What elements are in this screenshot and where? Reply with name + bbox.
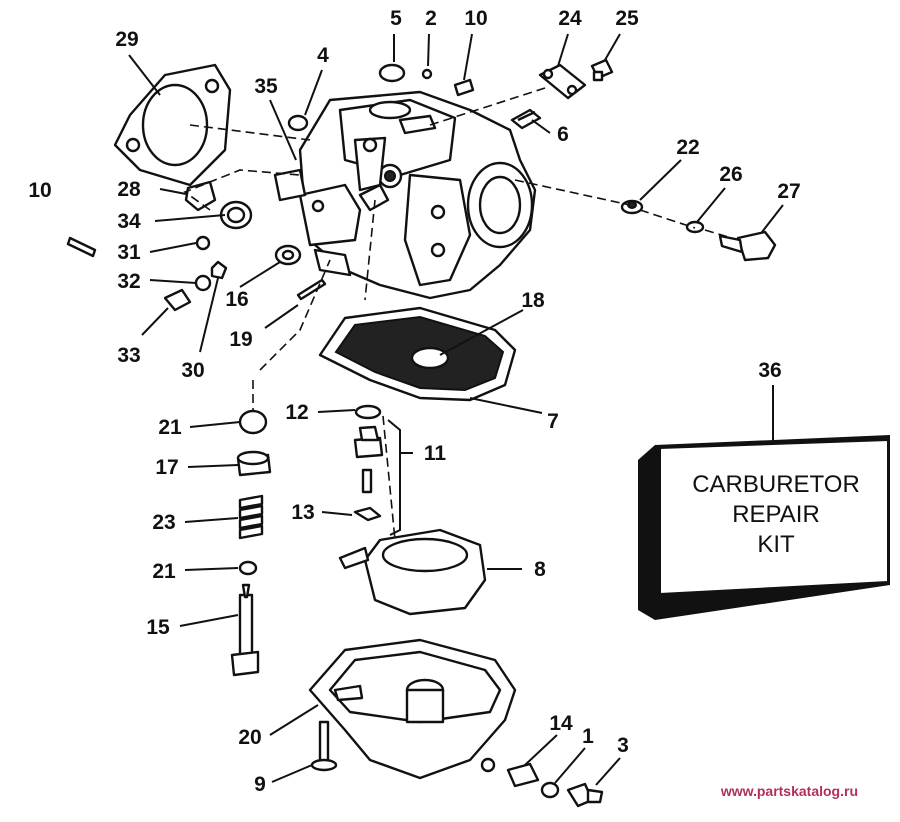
screw-14 — [506, 762, 540, 788]
plug-34 — [219, 200, 253, 230]
clip-13 — [353, 506, 382, 522]
callout-15: 15 — [146, 616, 170, 639]
callout-17: 17 — [155, 456, 178, 479]
screw-25 — [590, 58, 614, 82]
callout-24: 24 — [558, 7, 582, 30]
callout-numbers: 5 2 10 24 25 29 4 35 6 22 26 27 10 28 34… — [28, 7, 800, 796]
kit-label-line1: CARBURETOR — [692, 471, 860, 498]
washer-1 — [540, 781, 560, 799]
callout-34: 34 — [117, 210, 141, 233]
callout-6: 6 — [557, 123, 569, 146]
o-ring-31 — [195, 235, 211, 251]
gasket-21-top — [238, 409, 268, 435]
screw-9 — [310, 720, 338, 772]
callout-33: 33 — [117, 344, 140, 367]
gasket-12 — [354, 404, 382, 420]
plug-17 — [236, 450, 272, 477]
ball-2 — [421, 68, 433, 80]
callout-30: 30 — [181, 359, 204, 382]
screw-27 — [718, 230, 777, 262]
float-gasket — [318, 306, 517, 402]
leader-lines — [128, 33, 784, 786]
callout-10-left: 10 — [28, 179, 51, 202]
pin-10-top — [453, 78, 475, 97]
lockwasher-30 — [210, 260, 228, 280]
callout-2: 2 — [425, 7, 437, 30]
callout-28: 28 — [117, 178, 141, 201]
washer-32 — [194, 274, 212, 292]
callout-10-top: 10 — [464, 7, 487, 30]
callout-22: 22 — [676, 136, 699, 159]
flange-gasket — [113, 63, 232, 187]
washer-16 — [274, 244, 302, 266]
callout-13: 13 — [291, 501, 314, 524]
plug-screw-3 — [566, 782, 604, 808]
callout-21-bottom: 21 — [152, 560, 176, 583]
callout-19: 19 — [229, 328, 252, 351]
callout-9: 9 — [254, 773, 266, 796]
callout-25: 25 — [615, 7, 639, 30]
screw-33 — [163, 288, 192, 312]
pin-19 — [296, 278, 327, 301]
float-bowl-20 — [308, 638, 517, 780]
plug-5 — [378, 63, 406, 83]
repair-kit-box — [638, 435, 890, 620]
needle-valve-15 — [230, 583, 260, 677]
callout-3: 3 — [617, 734, 629, 757]
kit-label-line2: REPAIR — [732, 501, 820, 528]
callout-11: 11 — [424, 442, 447, 465]
callout-12: 12 — [285, 401, 308, 424]
callout-14: 14 — [549, 712, 573, 735]
callout-18: 18 — [521, 289, 545, 312]
washer-26 — [685, 220, 705, 234]
callout-21-top: 21 — [158, 416, 182, 439]
bracket-24 — [538, 63, 587, 100]
o-ring-21-bottom — [238, 560, 258, 576]
spring-23 — [238, 494, 264, 540]
callout-16: 16 — [225, 288, 248, 311]
callout-26: 26 — [719, 163, 742, 186]
callout-8: 8 — [534, 558, 546, 581]
callout-20: 20 — [238, 726, 261, 749]
pin-10-left — [66, 236, 97, 258]
callout-1: 1 — [582, 725, 594, 748]
plug-22 — [620, 199, 644, 215]
float-8 — [338, 528, 487, 616]
carburetor-body — [273, 90, 537, 300]
callout-32: 32 — [117, 270, 140, 293]
kit-label-line3: KIT — [757, 531, 795, 558]
watermark: www.partskatalog.ru — [720, 783, 858, 799]
callout-29: 29 — [115, 28, 138, 51]
needle-seat-11 — [353, 425, 384, 494]
callout-7: 7 — [547, 410, 559, 433]
callout-4: 4 — [317, 44, 329, 67]
plug-4 — [287, 114, 309, 132]
callout-23: 23 — [152, 511, 175, 534]
stud-6 — [510, 108, 542, 130]
callout-35: 35 — [254, 75, 278, 98]
nut-28 — [184, 180, 217, 212]
callout-27: 27 — [777, 180, 800, 203]
callout-31: 31 — [117, 241, 141, 264]
callout-5: 5 — [390, 7, 402, 30]
callout-36: 36 — [758, 359, 781, 382]
assembly-lines — [183, 87, 746, 541]
